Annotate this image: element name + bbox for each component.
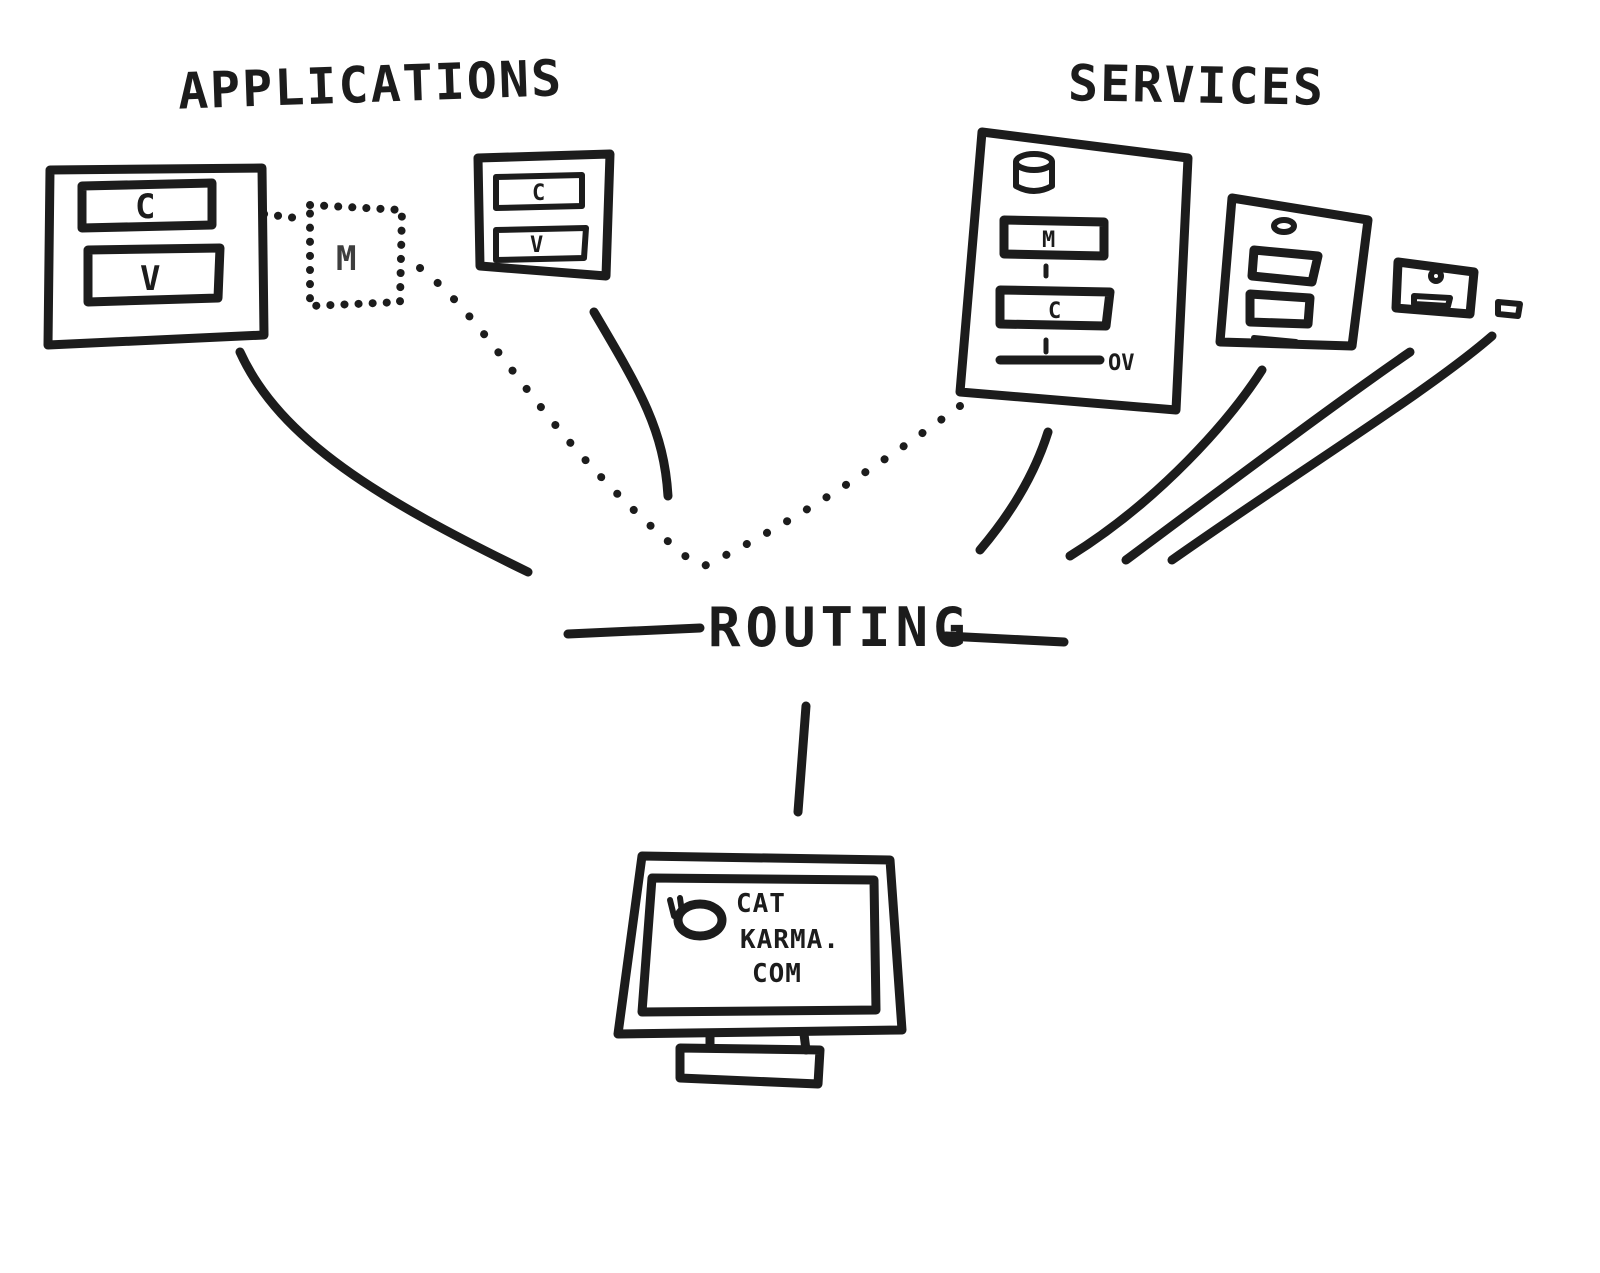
connection-line [975,427,1053,555]
website-name-line-2: KARMA. [740,925,840,955]
connection-line [416,264,704,572]
database-icon [1013,151,1055,173]
service-2-box [1215,193,1373,351]
service-4-box [1495,299,1523,319]
connection-line [589,307,673,501]
website-name-line-1: CAT [736,889,786,919]
database-icon [1271,217,1297,235]
routing-line-right [941,631,1069,647]
controller-letter: C [532,181,545,206]
person-icon [1428,268,1444,284]
view-letter: V [530,233,543,258]
routing-to-client-line [793,701,811,817]
routing-line-left [563,623,705,639]
service-1-box: M C OV [955,127,1193,415]
website-name-line-3: COM [752,959,802,989]
applications-heading: APPLICATIONS [177,49,564,120]
services-heading: SERVICES [1068,54,1326,116]
service-footer-letters: OV [1108,351,1135,376]
client-monitor: CAT KARMA. COM [613,851,907,1089]
controller-letter: C [135,187,155,227]
routing-label: ROUTING [708,596,971,659]
application-1-box: C V [43,163,269,350]
connection-line [1167,331,1497,565]
model-letter: M [336,239,356,279]
cat-logo-icon [667,895,727,941]
connection-line [1065,365,1267,561]
model-letter: M [1042,228,1055,253]
shared-model-box: M [260,201,406,310]
connection-line [696,402,964,572]
connection-line [235,347,533,577]
service-3-box [1391,257,1479,319]
controller-letter: C [1048,299,1061,324]
monitor-stand [675,1043,825,1089]
connection-line [1121,347,1415,565]
view-letter: V [140,259,160,299]
application-2-box: C V [473,149,615,281]
